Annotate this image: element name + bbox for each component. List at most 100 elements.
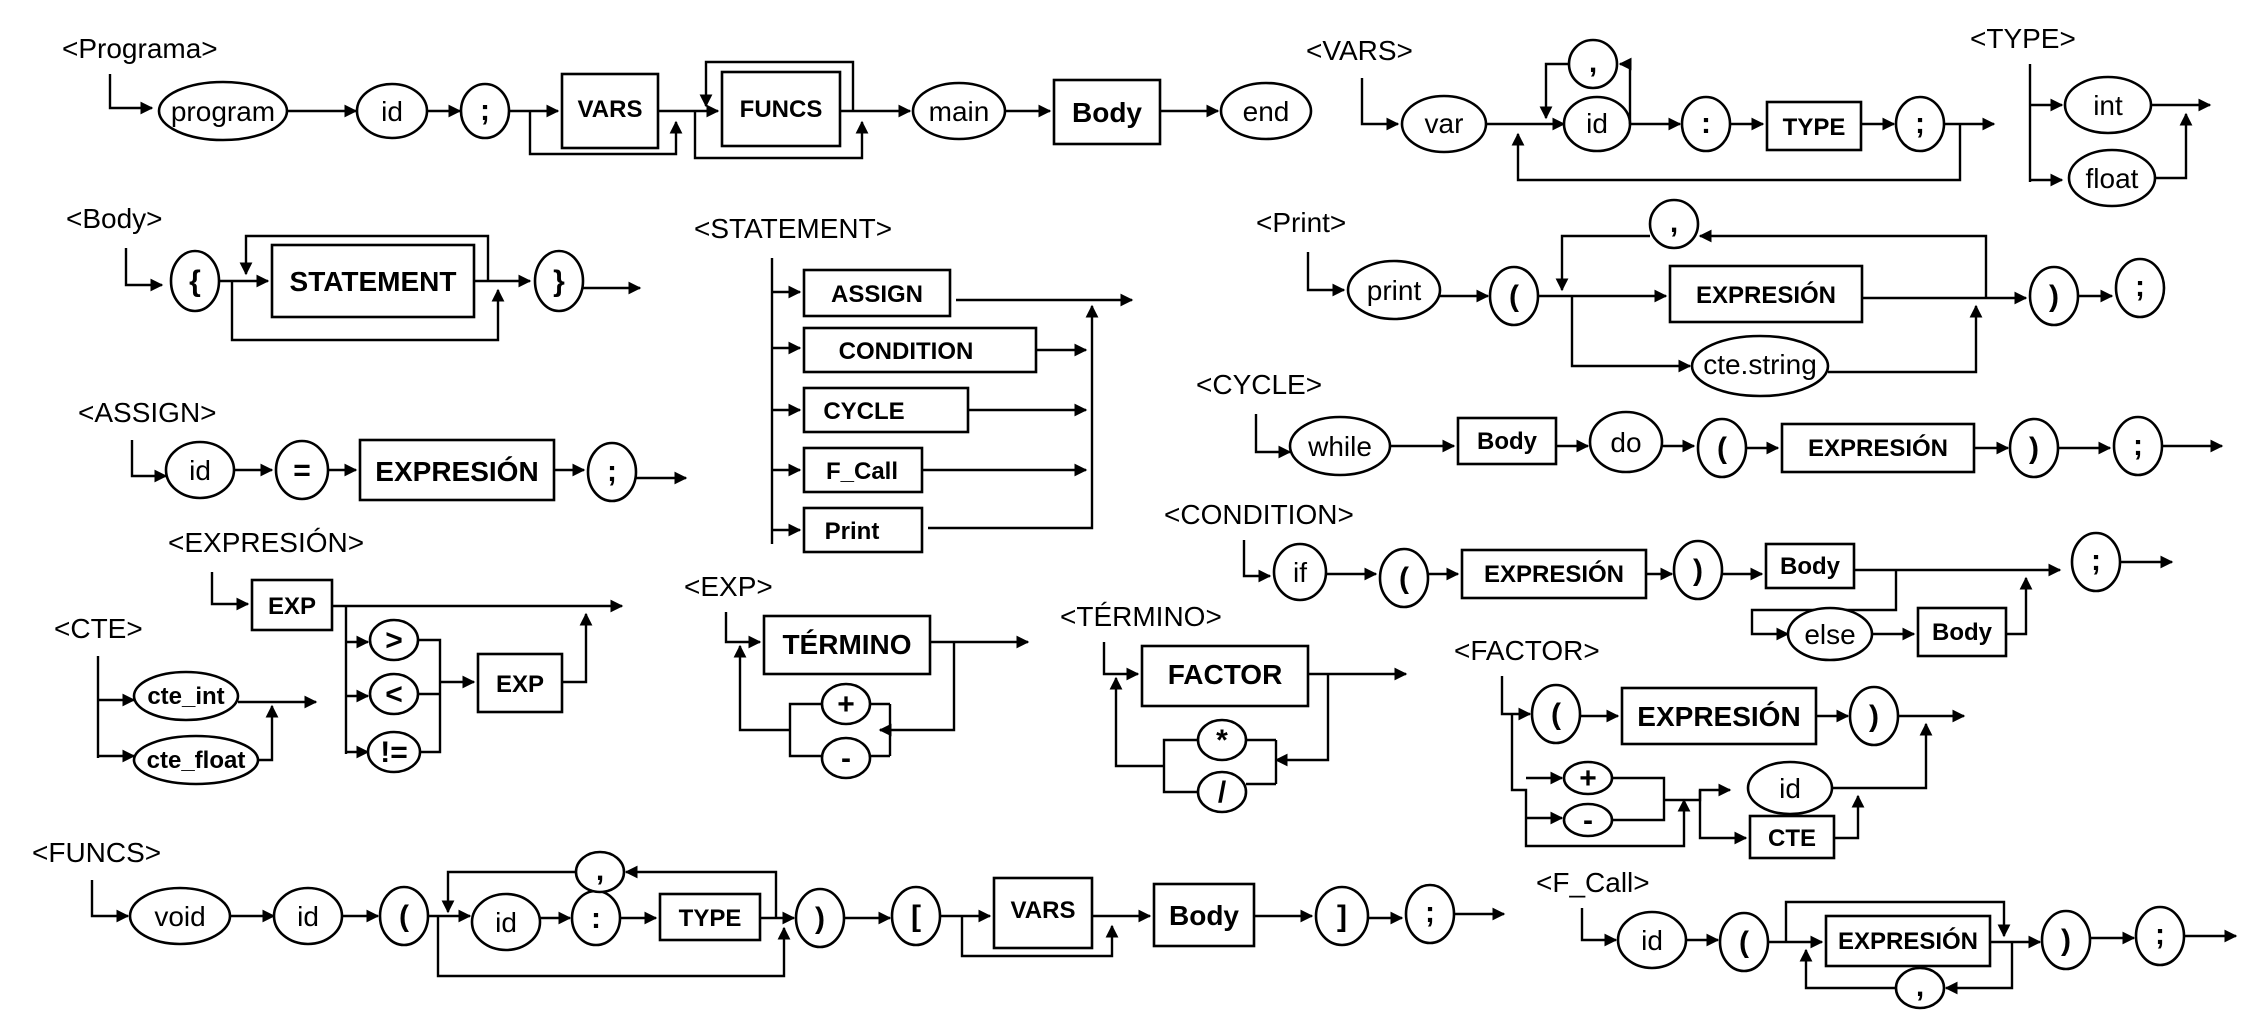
condition-else-body-nonterminal: [1916, 606, 2008, 658]
cycle-body-label: Body: [1477, 428, 1538, 455]
fcall-lparen-label: (: [1739, 926, 1749, 959]
condition-semicolon-label: ;: [2091, 544, 2101, 577]
funcs-rule: <FUNCS> void id ( id : TYPE , ) [ VARS: [32, 837, 1506, 978]
vars-colon-label: :: [1701, 107, 1711, 140]
else-keyword: else: [1804, 619, 1855, 650]
cte-float-keyword: cte_float: [147, 747, 246, 774]
fcall-rule: <F_Call> id ( EXPRESIÓN , ) ;: [1536, 867, 2238, 1010]
assign-expresion-label: EXPRESIÓN: [375, 456, 538, 487]
factor-minus-label: -: [1583, 804, 1593, 837]
do-terminal: [1588, 410, 1664, 474]
print-lparen-label: (: [1509, 280, 1519, 313]
float-keyword: float: [2086, 163, 2139, 194]
statement-fcall-label: F_Call: [826, 458, 898, 485]
lbrace-label: {: [189, 265, 201, 298]
expresion-rule: <EXPRESIÓN> EXP > < != EXP: [168, 527, 624, 774]
funcs-id2-terminal: [470, 892, 542, 952]
statement-assign-nonterminal: [802, 268, 952, 318]
program-body-nonterminal: [1052, 78, 1162, 146]
neq-label: !=: [380, 736, 408, 769]
exp-title: <EXP>: [684, 571, 773, 602]
factor-cte-nonterminal: [1748, 814, 1836, 860]
vars-title: <VARS>: [1306, 35, 1413, 66]
condition-expresion-label: EXPRESIÓN: [1484, 560, 1624, 588]
condition-lparen-terminal: [1378, 547, 1430, 609]
assign-equals-label: =: [293, 454, 311, 487]
rbracket-label: ]: [1337, 900, 1347, 933]
program-id-label: id: [381, 96, 403, 127]
program-keyword: program: [171, 96, 275, 127]
fcall-semicolon-label: ;: [2155, 918, 2165, 951]
condition-body-label: Body: [1780, 553, 1841, 580]
statement-cycle-label: CYCLE: [823, 398, 904, 425]
print-keyword: print: [1367, 275, 1422, 306]
funcs-id2-label: id: [495, 907, 517, 938]
cycle-expresion-label: EXPRESIÓN: [1808, 434, 1948, 462]
times-label: *: [1216, 724, 1228, 757]
programa-rule: <Programa> program id ; VARS FUNCS main …: [62, 33, 1313, 160]
statement-assign-label: ASSIGN: [831, 281, 923, 308]
exp-minus-label: -: [841, 742, 851, 775]
print-expresion-label: EXPRESIÓN: [1696, 281, 1836, 309]
program-semicolon-label: ;: [480, 94, 490, 127]
factor-rparen-label: ): [1869, 700, 1879, 733]
lt-label: <: [385, 678, 403, 711]
rbrace-terminal: [533, 249, 585, 313]
programa-title: <Programa>: [62, 33, 218, 64]
body-statement-label: STATEMENT: [290, 266, 457, 297]
factor-id-label: id: [1779, 773, 1801, 804]
factor-expresion-label: EXPRESIÓN: [1637, 701, 1800, 732]
assign-semicolon-terminal: [586, 441, 638, 503]
funcs-id-label: id: [297, 901, 319, 932]
condition-else-body-label: Body: [1932, 619, 1993, 646]
body-title: <Body>: [66, 203, 163, 234]
program-body-label: Body: [1072, 97, 1142, 128]
factor-plus-label: +: [1579, 762, 1597, 795]
funcs-semicolon-label: ;: [1425, 896, 1435, 929]
main-keyword: main: [929, 96, 990, 127]
cte-int-terminal: [132, 670, 240, 722]
body-rule: <Body> { STATEMENT }: [66, 203, 642, 342]
expresion-exp-label: EXP: [268, 593, 316, 620]
funcs-title: <FUNCS>: [32, 837, 161, 868]
funcs-rparen-label: ): [815, 902, 825, 935]
statement-fcall-nonterminal: [802, 446, 924, 494]
statement-cycle-nonterminal: [802, 386, 970, 434]
funcs-body-label: Body: [1169, 900, 1239, 931]
funcs-body-nonterminal: [1152, 882, 1256, 948]
funcs-colon-label: :: [591, 902, 601, 935]
factor-title: <FACTOR>: [1454, 635, 1600, 666]
vars-semicolon-label: ;: [1915, 107, 1925, 140]
cte-string-terminal: [1690, 334, 1830, 398]
cte-title: <CTE>: [54, 613, 143, 644]
funcs-comma-label: ,: [596, 854, 604, 887]
print-rule: <Print> print ( EXPRESIÓN cte.string , )…: [1256, 198, 2166, 398]
print-rparen-label: ): [2049, 280, 2059, 313]
assign-rule: <ASSIGN> id = EXPRESIÓN ;: [78, 397, 688, 503]
print-semicolon-label: ;: [2135, 270, 2145, 303]
exp-minus-terminal: [820, 736, 872, 780]
while-keyword: while: [1307, 431, 1372, 462]
funcs-lparen-label: (: [399, 900, 409, 933]
body-statement-nonterminal: [270, 243, 476, 319]
var-keyword: var: [1425, 108, 1464, 139]
statement-condition-nonterminal: [802, 326, 1038, 374]
cycle-lparen-label: (: [1717, 432, 1727, 465]
cycle-expresion-nonterminal: [1780, 422, 1976, 474]
funcs-type-label: TYPE: [679, 905, 742, 932]
cycle-body-nonterminal: [1456, 416, 1558, 466]
fcall-expresion-nonterminal: [1824, 914, 1992, 968]
fcall-rparen-terminal: [2040, 909, 2092, 971]
funcs-vars-label: VARS: [1011, 897, 1076, 924]
vars-comma-label: ,: [1589, 46, 1597, 79]
factor-lparen-label: (: [1551, 698, 1561, 731]
exp-termino-nonterminal: [762, 614, 932, 676]
factor-rule: <FACTOR> ( EXPRESIÓN ) + - id CTE: [1454, 635, 1966, 860]
end-terminal: [1219, 81, 1313, 141]
end-keyword: end: [1243, 96, 1290, 127]
expresion-title: <EXPRESIÓN>: [168, 527, 364, 558]
program-funcs-nonterminal: [720, 70, 842, 148]
type-title: <TYPE>: [1970, 23, 2076, 54]
type-rule: <TYPE> int float: [1970, 23, 2212, 208]
